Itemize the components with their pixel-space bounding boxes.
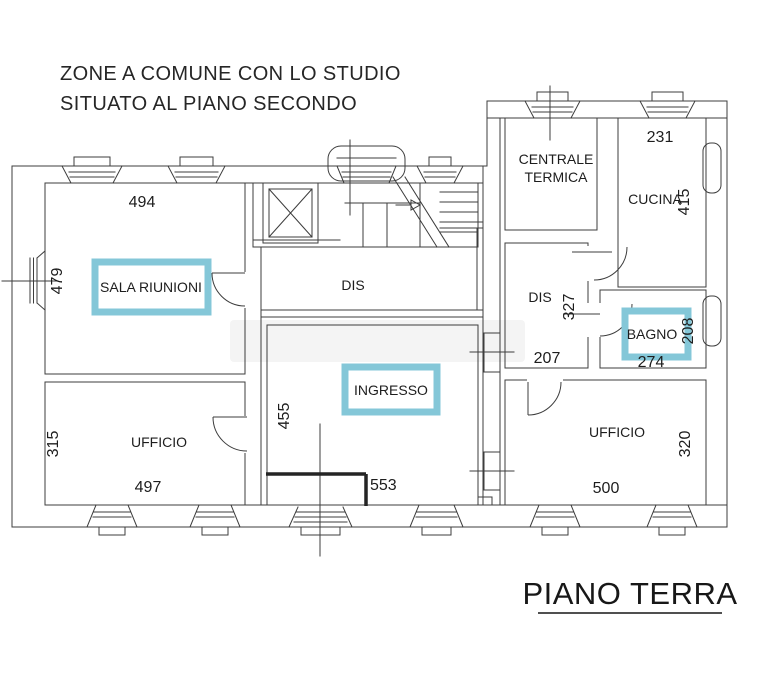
door-openings	[241, 246, 602, 453]
page-title-line1: ZONE A COMUNE CON LO STUDIO	[60, 63, 401, 85]
room-ufficio-right	[504, 379, 707, 506]
stair-landing	[344, 202, 421, 248]
wall-flues	[469, 332, 515, 491]
dim-ingresso-height: 455	[276, 403, 293, 430]
elevator-x-icon	[268, 188, 313, 238]
dim-sala-height: 479	[49, 268, 66, 295]
window-bottom-2	[189, 504, 241, 536]
dim-ufficio-sx-height: 315	[45, 431, 62, 458]
dim-sala-width: 494	[129, 194, 156, 211]
room-label-sala-riunioni: SALA RIUNIONI	[100, 279, 202, 295]
dim-ingresso-width: 553	[370, 477, 397, 494]
room-label-centrale-termica-2: TERMICA	[525, 169, 589, 185]
entry-door-bottom	[288, 506, 353, 536]
stair-treads	[419, 182, 479, 248]
niche-bagno	[702, 295, 722, 347]
dim-ufficio-dx-width: 500	[593, 480, 620, 497]
dim-ufficio-sx-width: 497	[135, 479, 162, 496]
stair-cut-lines	[392, 176, 450, 248]
room-label-ufficio-right: UFFICIO	[589, 424, 645, 440]
entry-thick-wall	[266, 472, 368, 506]
window-bottom-5	[646, 504, 698, 536]
dim-ufficio-dx-height: 320	[677, 431, 694, 458]
room-label-bagno: BAGNO	[627, 326, 678, 342]
staircase	[344, 176, 479, 248]
elevator	[262, 182, 319, 244]
room-cucina	[617, 117, 707, 288]
junction-wall	[482, 117, 501, 506]
page-title-line2: SITUATO AL PIANO SECONDO	[60, 93, 357, 115]
highlight-box-sala-riunioni	[91, 258, 212, 316]
door-sala-riunioni	[211, 272, 246, 307]
dim-bagno-height: 208	[680, 318, 697, 345]
room-label-centrale-termica-1: CENTRALE	[519, 151, 594, 167]
outer-wall	[11, 100, 728, 528]
window-bottom-1	[86, 504, 138, 536]
window-top-3	[416, 156, 464, 184]
floor-label: PIANO TERRA	[522, 576, 737, 611]
watermark-smudge	[230, 320, 525, 362]
window-top-right-2	[639, 91, 696, 119]
window-top-1	[61, 156, 123, 184]
dim-cucina-height: 415	[676, 189, 693, 216]
dim-dis-dx-height: 327	[561, 294, 578, 321]
window-left-wall	[29, 250, 46, 311]
room-label-ufficio-left: UFFICIO	[131, 434, 187, 450]
dim-cucina-width: 231	[647, 129, 674, 146]
room-label-dis-right: DIS	[528, 289, 551, 305]
dim-dis-dx-width: 207	[534, 350, 561, 367]
door-cucina	[572, 246, 628, 281]
window-bottom-4	[529, 504, 581, 536]
ingresso-step-notch	[477, 496, 493, 506]
room-label-cucina: CUCINA	[628, 191, 682, 207]
dim-bagno-width: 274	[638, 354, 665, 371]
corridor-walls	[252, 182, 484, 506]
door-ufficio-right	[527, 381, 562, 416]
door-ufficio-left	[212, 416, 248, 452]
room-ingresso	[266, 324, 479, 506]
room-label-dis-center: DIS	[341, 277, 364, 293]
room-label-ingresso: INGRESSO	[354, 382, 428, 398]
bay-window	[327, 145, 406, 184]
room-centrale-termica	[504, 117, 598, 231]
window-bottom-3	[409, 504, 464, 536]
window-top-right-1	[524, 91, 581, 119]
highlight-box-bagno	[621, 307, 692, 361]
window-top-2	[167, 156, 226, 184]
stair-arrow-icon	[410, 199, 422, 211]
niche-cucina	[702, 142, 722, 194]
highlight-box-ingresso	[341, 363, 441, 416]
